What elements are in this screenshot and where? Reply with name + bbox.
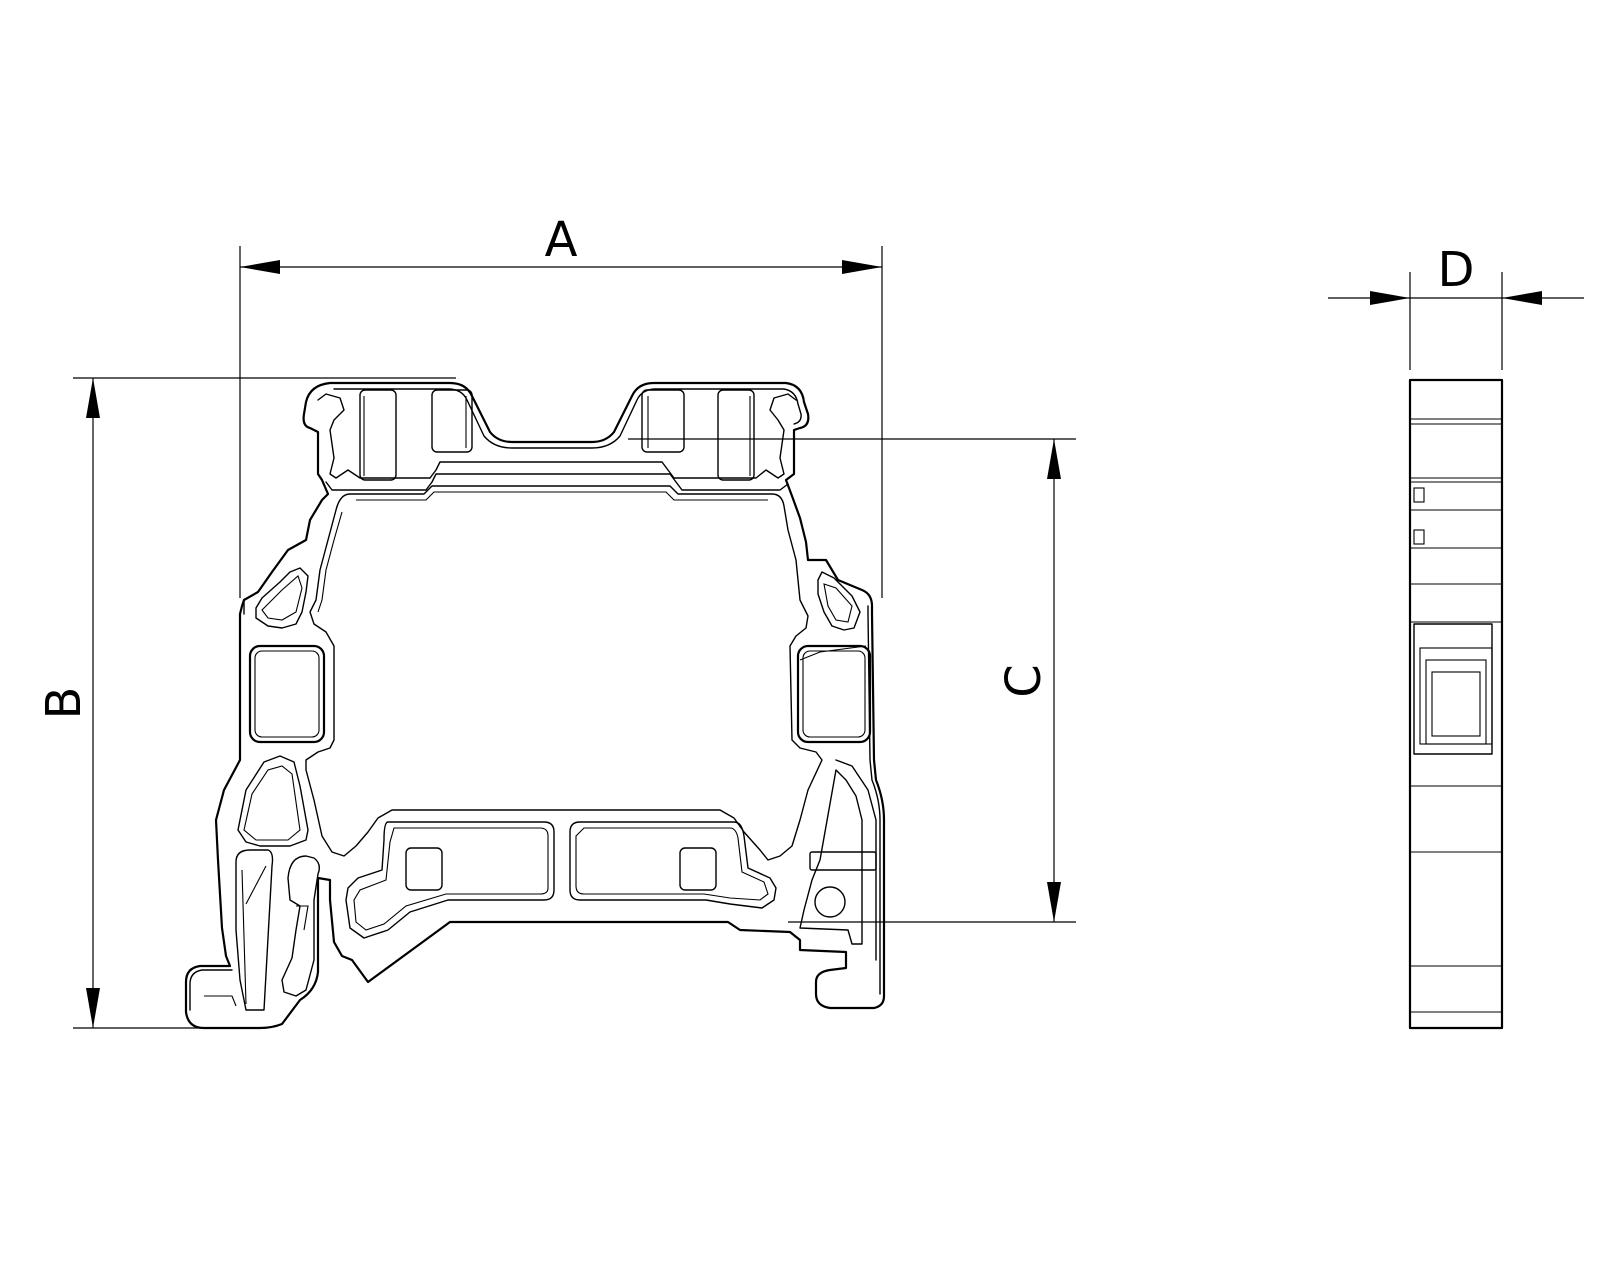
dim-b-arrow-bottom xyxy=(86,988,100,1028)
dim-a-arrow-right xyxy=(842,260,882,274)
bottom-left-square xyxy=(405,847,443,891)
left-lower-latch xyxy=(237,755,309,847)
right-window-inner xyxy=(802,650,866,738)
side-window-inner xyxy=(1425,659,1487,745)
dimension-a: A xyxy=(239,212,883,598)
dim-c-arrow-bottom xyxy=(1047,882,1061,922)
bottom-right-square xyxy=(679,847,717,891)
bottom-right-chamber-inner xyxy=(575,827,769,901)
bottom-left-chamber-inner xyxy=(353,827,549,931)
dim-c-arrow-top xyxy=(1047,439,1061,479)
bottom-left-chamber xyxy=(345,821,555,939)
bottom-right-chamber xyxy=(569,821,777,909)
right-lower-arm xyxy=(799,759,877,961)
left-foot-slot xyxy=(235,849,274,1011)
dimension-d: D xyxy=(1328,242,1584,370)
side-view xyxy=(1408,378,1504,1030)
right-latch-tab xyxy=(809,851,877,871)
top-slot-3 xyxy=(641,389,685,453)
front-outline xyxy=(184,381,886,1030)
side-window-core xyxy=(1431,671,1481,737)
left-foot-hook-inner xyxy=(204,905,309,1007)
central-opening-inner xyxy=(317,491,768,613)
right-upper-latch xyxy=(817,571,861,631)
dimension-b: B xyxy=(36,377,456,1029)
front-outline-inner xyxy=(189,388,881,1011)
side-notch-2 xyxy=(1413,529,1425,545)
front-view xyxy=(184,381,886,1030)
dimension-c: C xyxy=(628,438,1076,923)
central-opening xyxy=(305,485,823,861)
left-upper-latch xyxy=(255,567,309,629)
dim-d-arrow-right xyxy=(1502,291,1542,305)
left-upper-latch-inner xyxy=(261,575,303,621)
dim-d-arrow-left xyxy=(1370,291,1410,305)
left-window xyxy=(248,644,326,744)
side-body xyxy=(1408,378,1504,1030)
dim-b-label: B xyxy=(36,687,92,720)
dim-d-label: D xyxy=(1438,242,1475,298)
right-upper-latch-inner xyxy=(823,583,853,623)
dim-a-label: A xyxy=(545,212,578,268)
top-inner-ledge xyxy=(325,473,789,491)
left-window-inner xyxy=(254,650,320,738)
dim-b-arrow-top xyxy=(86,378,100,418)
dim-c-label: C xyxy=(996,664,1052,698)
left-foot-slot-inner xyxy=(241,865,267,1005)
left-lower-latch-inner xyxy=(243,765,301,841)
side-notch-1 xyxy=(1413,487,1425,503)
top-slot-4 xyxy=(717,389,755,481)
right-window xyxy=(796,644,872,744)
right-window-lip xyxy=(799,645,867,661)
side-window-mid xyxy=(1419,647,1493,745)
top-left-latch xyxy=(317,393,797,479)
left-foot-hook xyxy=(281,855,321,997)
top-slot-1 xyxy=(359,389,397,481)
top-slot-2 xyxy=(431,389,473,453)
dim-a-arrow-left xyxy=(240,260,280,274)
right-mounting-hole xyxy=(814,886,846,918)
